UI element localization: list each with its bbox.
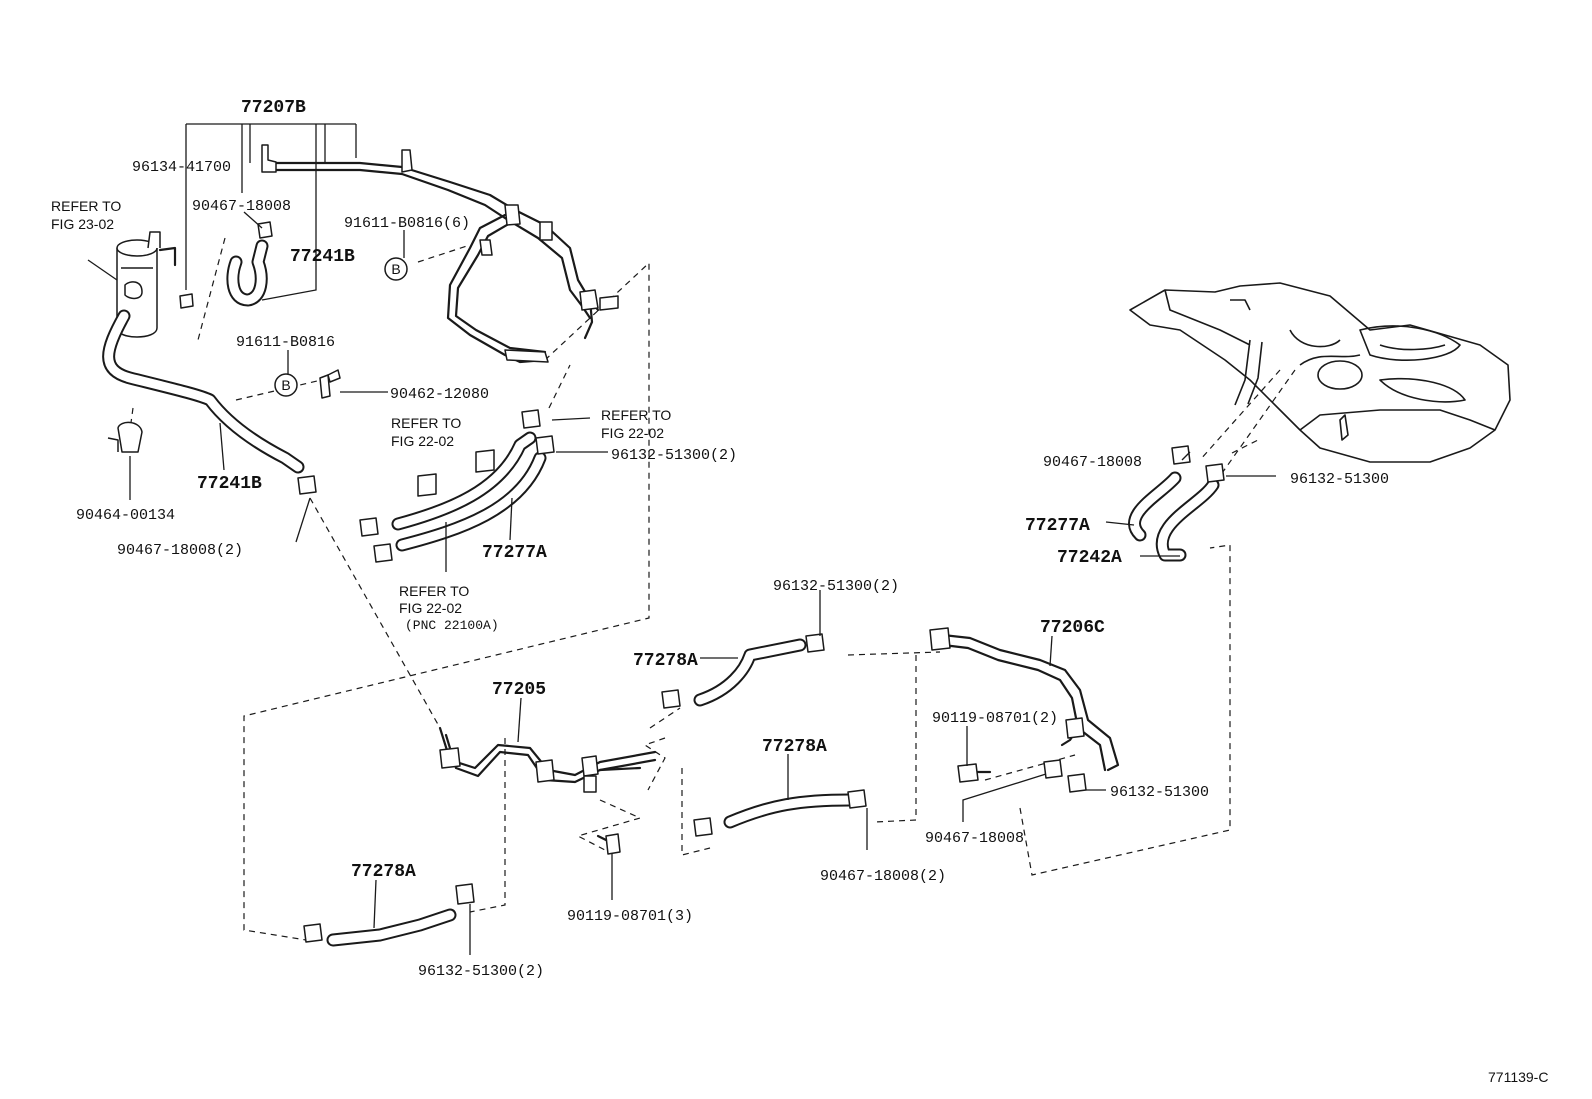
- ref1-line1: REFER TO: [51, 198, 121, 214]
- bolt-90119-2: [957, 763, 992, 783]
- clamp-pipe-3: [579, 289, 599, 311]
- bracket-90462: [319, 369, 341, 399]
- pipe-77206C: [941, 633, 1120, 772]
- clamp-pipe-1: [504, 204, 521, 226]
- leader-lines: [87, 123, 1276, 955]
- clamp-90467-top: [257, 221, 273, 239]
- clamp-90467-left: [297, 475, 317, 495]
- label-90119-08701-3: 90119-08701(3): [567, 908, 693, 925]
- label-96132-51300-lowright: 96132-51300: [1110, 784, 1209, 801]
- ref4-line2: FIG 22-02: [399, 600, 462, 616]
- label-90467-18008-lowright: 90467-18008: [925, 830, 1024, 847]
- label-77278A-1: 77278A: [633, 651, 698, 671]
- clamp-mid-a: [521, 409, 541, 429]
- clamps: [107, 144, 1225, 943]
- part-labels: 77207B 96134-41700 90467-18008 77241B 91…: [76, 98, 1389, 980]
- label-90467-18008-right: 90467-18008: [1043, 454, 1142, 471]
- label-91611-B0816: 91611-B0816: [236, 334, 335, 351]
- clamp-mid-d: [373, 543, 393, 563]
- callout-b-upper-letter: B: [391, 261, 400, 277]
- clamp-pipe-77205-b: [535, 759, 555, 783]
- label-90467-18008-top: 90467-18008: [192, 198, 291, 215]
- label-96132-51300-2-bottom: 96132-51300(2): [418, 963, 544, 980]
- clamp-77278a-mid-a: [847, 789, 867, 809]
- clamp-90467-lowright: [1043, 759, 1063, 779]
- diagram-id: 771139-C: [1488, 1069, 1548, 1085]
- callout-b-lower-letter: B: [281, 377, 290, 393]
- connector-end: [504, 349, 549, 363]
- label-96132-51300-right: 96132-51300: [1290, 471, 1389, 488]
- ref4-line3: (PNC 22100A): [405, 618, 499, 633]
- bracket-pipe-3: [599, 295, 619, 311]
- bracket-77205: [583, 775, 597, 793]
- label-96132-51300-2-midtop: 96132-51300(2): [773, 578, 899, 595]
- ref2-line2: FIG 22-02: [601, 425, 664, 441]
- clip-ref-a: [417, 473, 437, 497]
- label-77278A-2: 77278A: [762, 737, 827, 757]
- bracket-b: [479, 239, 493, 256]
- bracket-top: [261, 144, 277, 173]
- label-77277A-right: 77277A: [1025, 516, 1090, 536]
- label-96134-41700: 96134-41700: [132, 159, 231, 176]
- label-77242A: 77242A: [1057, 548, 1122, 568]
- reference-notes: REFER TO FIG 23-02 REFER TO FIG 22-02 RE…: [51, 198, 671, 633]
- clamp-mid-c: [359, 517, 379, 537]
- label-90462-12080: 90462-12080: [390, 386, 489, 403]
- label-90467-18008-2-left: 90467-18008(2): [117, 542, 243, 559]
- clamp-96132-lowright: [1067, 773, 1087, 793]
- clamp-pipe-77205-a: [439, 747, 461, 769]
- label-77278A-3: 77278A: [351, 862, 416, 882]
- clamp-77278a-top-b: [661, 689, 681, 709]
- hoses: [102, 239, 1220, 947]
- clamp-77278a-bottom-b: [303, 923, 323, 943]
- clamp-right-2: [1205, 463, 1225, 483]
- label-77241B-mid: 77241B: [197, 474, 262, 494]
- clip-ref-b: [475, 449, 495, 473]
- callout-b-lower: B: [274, 373, 298, 397]
- clamp-pipe-77206c: [929, 627, 951, 651]
- label-77205: 77205: [492, 680, 546, 700]
- label-90464-00134: 90464-00134: [76, 507, 175, 524]
- clip-90464: [107, 421, 143, 453]
- clamp-96134-41700: [179, 293, 194, 309]
- bracket-upper-mid: [401, 149, 413, 173]
- ref2-line1: REFER TO: [601, 407, 671, 423]
- label-77241B-top: 77241B: [290, 247, 355, 267]
- ref4-line1: REFER TO: [399, 583, 469, 599]
- ref3-line1: REFER TO: [391, 415, 461, 431]
- ref1-line2: FIG 23-02: [51, 216, 114, 232]
- clamp-pipe-77205-c: [581, 755, 599, 777]
- bolt-90119-3: [596, 833, 621, 855]
- clamp-77278a-top-a: [805, 633, 825, 653]
- ref3-line2: FIG 22-02: [391, 433, 454, 449]
- label-90467-18008-2-bottom: 90467-18008(2): [820, 868, 946, 885]
- label-91611-B0816-6: 91611-B0816(6): [344, 215, 470, 232]
- label-90119-08701-2: 90119-08701(2): [932, 710, 1058, 727]
- clamp-right-1: [1171, 445, 1191, 465]
- callout-b-upper: B: [384, 257, 408, 281]
- clamp-mid-b: [535, 435, 555, 455]
- clamp-77278a-bottom-a: [455, 883, 475, 905]
- fuel-tank: [1129, 282, 1511, 463]
- label-77277A-mid: 77277A: [482, 543, 547, 563]
- clamp-77278a-mid-b: [693, 817, 713, 837]
- label-96132-51300-2-top: 96132-51300(2): [611, 447, 737, 464]
- label-77207B: 77207B: [241, 98, 306, 118]
- label-77206C: 77206C: [1040, 618, 1105, 638]
- clamp-77206c-a: [1065, 717, 1085, 739]
- clamp-pipe-2: [539, 221, 553, 241]
